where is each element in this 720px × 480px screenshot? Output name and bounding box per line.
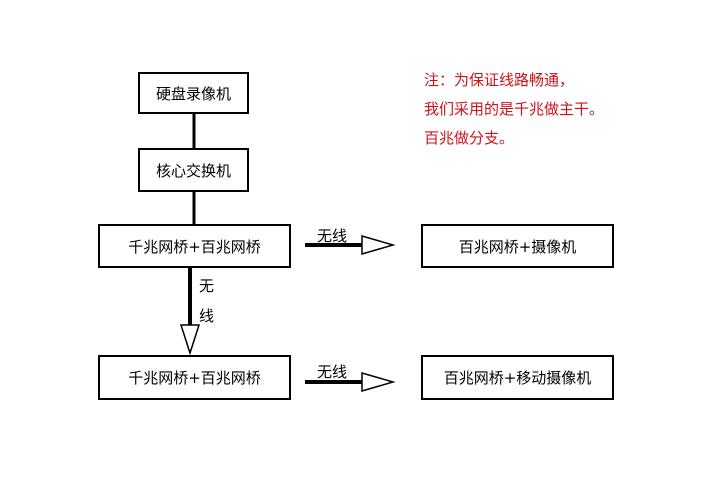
node-core-switch: 核心交换机 [138, 148, 249, 192]
note-line-3: 百兆做分支。 [424, 129, 515, 147]
edge-label-wireless-down-2: 线 [199, 307, 215, 325]
node-bridge-bottom: 千兆网桥+百兆网桥 [98, 355, 291, 400]
node-bridge-top-label: 千兆网桥+百兆网桥 [128, 237, 261, 256]
node-camera-bottom: 百兆网桥+移动摄像机 [421, 355, 614, 400]
node-camera-top: 百兆网桥+摄像机 [421, 224, 614, 268]
edge-label-wireless-right-bottom: 无线 [317, 363, 348, 381]
node-camera-bottom-label: 百兆网桥+移动摄像机 [443, 369, 592, 387]
arrowhead-right-top [361, 235, 396, 255]
note-line-2: 我们采用的是千兆做主干。 [424, 100, 605, 118]
node-camera-top-label: 百兆网桥+摄像机 [458, 237, 577, 256]
arrowhead-right-bottom [361, 372, 396, 392]
node-core-switch-label: 核心交换机 [155, 161, 231, 180]
note: 注：为保证线路畅通， 我们采用的是千兆做主干。 百兆做分支。 [424, 66, 604, 153]
node-dvr: 硬盘录像机 [138, 72, 249, 114]
node-dvr-label: 硬盘录像机 [155, 84, 231, 103]
node-bridge-top: 千兆网桥+百兆网桥 [98, 224, 291, 268]
node-bridge-bottom-label: 千兆网桥+百兆网桥 [128, 369, 261, 387]
edge-label-wireless-right-top: 无线 [317, 227, 348, 245]
edge-label-wireless-down-1: 无 [199, 277, 215, 295]
arrowhead-down [179, 324, 201, 356]
note-line-1: 注：为保证线路畅通， [424, 71, 575, 89]
